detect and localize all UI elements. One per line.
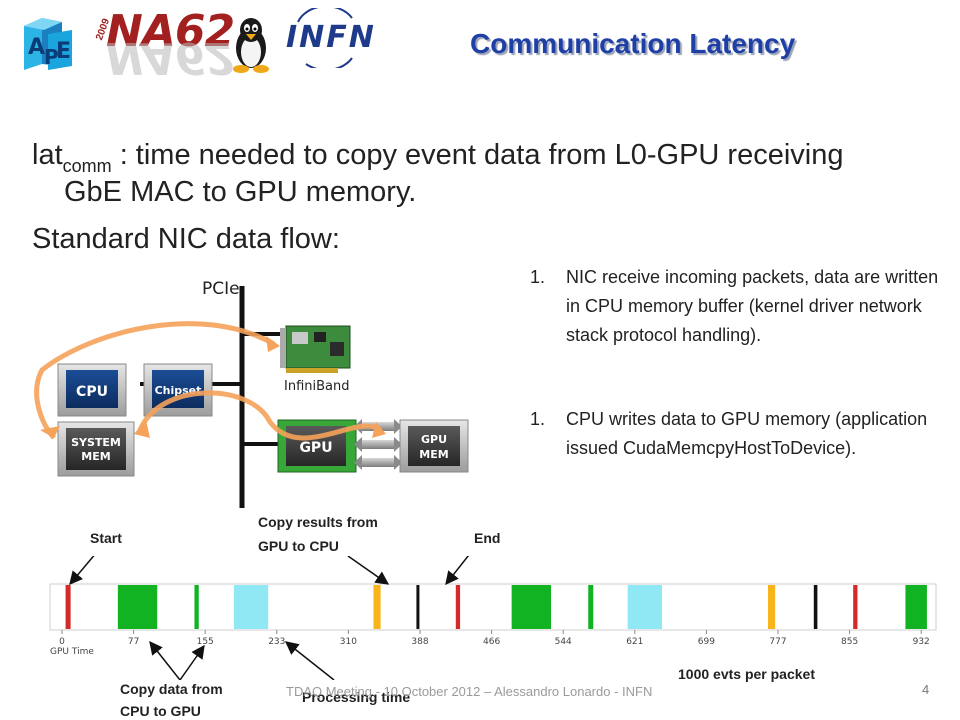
arrow-start bbox=[69, 556, 95, 586]
infn-logo-text: INFN bbox=[286, 20, 376, 55]
timeline-tick-label: 932 bbox=[913, 637, 930, 647]
timeline-label-evts-per-packet: 1000 evts per packet bbox=[678, 666, 815, 682]
timeline-segment-copy-results bbox=[373, 585, 381, 629]
infiniband-label: InfiniBand bbox=[284, 379, 350, 394]
timeline-label-copy-results-2: GPU to CPU bbox=[258, 538, 339, 554]
cpu-box bbox=[66, 370, 118, 408]
timeline-tick-label: 388 bbox=[411, 637, 428, 647]
nic-data-flow-diagram: PCIe CPU Chipset SYSTEM MEM InfiniBand G… bbox=[34, 279, 469, 508]
timeline-frame bbox=[49, 583, 937, 631]
pcie-label: PCIe bbox=[202, 279, 240, 299]
timeline-segment-start bbox=[65, 585, 71, 629]
ape-logo: A P E bbox=[24, 18, 72, 70]
footer-text: TDAQ Meeting - 10 October 2012 – Alessan… bbox=[286, 684, 653, 699]
lat-symbol: lat bbox=[32, 139, 63, 171]
gpu-mem-label-2: MEM bbox=[419, 448, 448, 461]
flow-step-2-text: CPU writes data to GPU memory (applicati… bbox=[566, 409, 928, 458]
gpu-timeline: 0 77 155 233 310 388 466 544 621 699 777 855 932 GPU… bbox=[49, 556, 937, 680]
flow-arrow-sysmem-to-gpu bbox=[137, 390, 382, 441]
timeline-tick-label: 621 bbox=[626, 637, 643, 647]
flow-arrowhead-sysmem bbox=[40, 426, 60, 438]
arrow-copy-data-a bbox=[149, 640, 181, 680]
arrow-end bbox=[445, 556, 470, 586]
timeline-segment-copy-results bbox=[767, 585, 776, 629]
arrow-copy-results bbox=[347, 556, 390, 585]
arrow-processing bbox=[284, 641, 335, 680]
timeline-segment-end bbox=[416, 585, 420, 629]
system-mem-label-1: SYSTEM bbox=[71, 436, 121, 449]
timeline-tick-label: 544 bbox=[555, 637, 572, 647]
lat-subscript: comm bbox=[62, 156, 112, 176]
chipset-box bbox=[152, 370, 204, 408]
timeline-segment-copy-to-gpu bbox=[905, 585, 927, 629]
gpu-label: GPU bbox=[299, 440, 332, 456]
timeline-label-end: End bbox=[474, 530, 501, 546]
timeline-segment-processing bbox=[233, 585, 269, 629]
timeline-tick-label: 77 bbox=[128, 637, 139, 647]
timeline-axis-label: GPU Time bbox=[50, 647, 94, 657]
timeline-tick-label: 310 bbox=[340, 637, 357, 647]
timeline-segment-copy-to-gpu bbox=[117, 585, 158, 629]
timeline-tick-label: 155 bbox=[197, 637, 214, 647]
na62-logo-text: NA62 bbox=[106, 6, 235, 57]
timeline-tick-label: 699 bbox=[698, 637, 715, 647]
svg-text:P: P bbox=[44, 45, 59, 69]
body-line-3: Standard NIC data flow: bbox=[32, 223, 340, 255]
body-line-1-rest: : time needed to copy event data from L0… bbox=[111, 139, 844, 171]
svg-text:E: E bbox=[56, 39, 71, 64]
timeline-label-start: Start bbox=[90, 530, 122, 546]
infiniband-card-icon bbox=[280, 325, 351, 373]
timeline-segment-copy-to-gpu bbox=[194, 585, 199, 629]
timeline-segment-copy-to-gpu bbox=[511, 585, 552, 629]
system-mem-box bbox=[66, 428, 126, 470]
flow-arrowhead-left bbox=[134, 420, 150, 438]
cpu-label: CPU bbox=[76, 384, 108, 400]
flow-step-1-text: NIC receive incoming packets, data are w… bbox=[566, 267, 939, 345]
timeline-segment-processing bbox=[627, 585, 663, 629]
timeline-tick-label: 233 bbox=[268, 637, 285, 647]
system-mem-label-2: MEM bbox=[81, 450, 110, 463]
flow-arrowhead-gpu bbox=[372, 422, 386, 438]
body-line-2: GbE MAC to GPU memory. bbox=[64, 176, 417, 208]
body-line-1: latcomm : time needed to copy event data… bbox=[32, 138, 843, 184]
timeline-label-copy-data-2: CPU to GPU bbox=[120, 703, 201, 719]
timeline-tick-label: 0 bbox=[59, 637, 65, 647]
timeline-tick-label: 855 bbox=[841, 637, 858, 647]
na62-logo-reflection: NA62 bbox=[106, 32, 235, 83]
timeline-segment-copy-to-gpu bbox=[588, 585, 594, 629]
flow-step-2: 1. CPU writes data to GPU memory (applic… bbox=[530, 405, 950, 463]
timeline-segment-end bbox=[813, 585, 818, 629]
timeline-label-processing: Processing time bbox=[302, 689, 411, 705]
timeline-label-copy-data-1: Copy data from bbox=[120, 681, 223, 697]
timeline-tick-label: 777 bbox=[769, 637, 786, 647]
linux-penguin-icon bbox=[233, 18, 269, 73]
timeline-label-copy-results-1: Copy results from bbox=[258, 514, 378, 530]
arrow-copy-data-b bbox=[179, 644, 205, 680]
svg-text:A: A bbox=[28, 35, 45, 60]
slide-title: Communication Latency bbox=[470, 28, 796, 59]
flow-step-1: 1. NIC receive incoming packets, data ar… bbox=[530, 263, 950, 350]
flow-arrowhead-nic bbox=[266, 336, 280, 352]
flow-step-1-number: 1. bbox=[530, 267, 546, 287]
gpu-mem-box bbox=[408, 426, 460, 466]
timeline-tick-label: 466 bbox=[483, 637, 500, 647]
page-number: 4 bbox=[922, 682, 930, 697]
timeline-segment-start bbox=[455, 585, 461, 629]
na62-logo: NA62 NA62 2009 bbox=[94, 6, 248, 83]
gpu-mem-label-1: GPU bbox=[421, 433, 447, 446]
flow-arrow-nic-to-sysmem bbox=[34, 321, 276, 440]
flow-step-2-number: 1. bbox=[530, 409, 546, 429]
timeline-segment-start bbox=[853, 585, 858, 629]
infn-logo bbox=[297, 8, 353, 68]
